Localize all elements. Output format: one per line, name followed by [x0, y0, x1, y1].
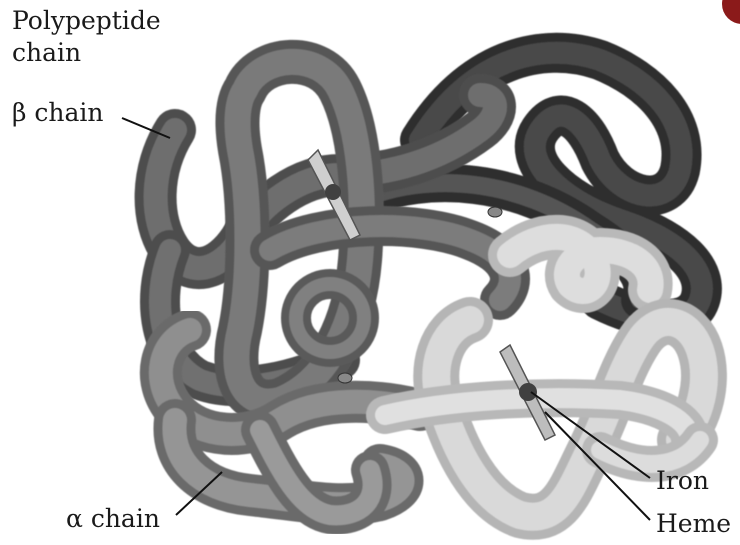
iron-label: Iron	[656, 466, 709, 496]
polypeptide-label-line1: Polypeptide	[12, 6, 161, 36]
alpha-chain-label: α chain	[66, 504, 160, 534]
beta-chain-label: β chain	[12, 98, 104, 128]
corner-accent	[722, 0, 740, 24]
heme-group-small-2	[338, 373, 352, 383]
polypeptide-label-line2: chain	[12, 38, 81, 68]
heme-group-small-1	[488, 207, 502, 217]
heme-label: Heme	[656, 509, 731, 539]
